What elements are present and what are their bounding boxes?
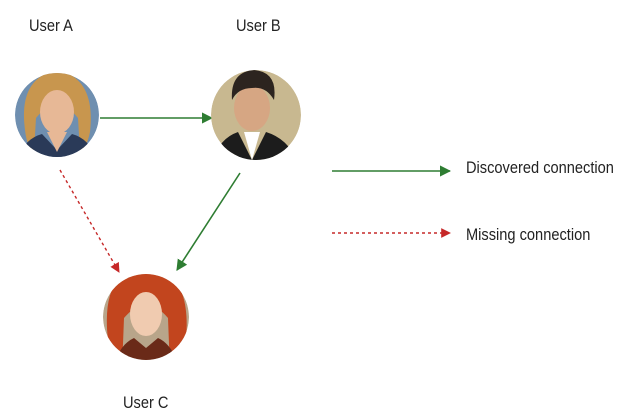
avatar-user-a — [15, 73, 99, 157]
avatar-user-c — [103, 274, 189, 360]
avatar-user-b — [211, 70, 301, 160]
user-c-label: User C — [123, 393, 169, 412]
edge-a-c — [59, 169, 120, 273]
user-a-label: User A — [29, 16, 73, 35]
legend-discovered-label: Discovered connection — [466, 158, 614, 177]
user-b-label: User B — [236, 16, 281, 35]
legend-missing-label: Missing connection — [466, 225, 591, 244]
edge-b-c — [176, 172, 241, 271]
